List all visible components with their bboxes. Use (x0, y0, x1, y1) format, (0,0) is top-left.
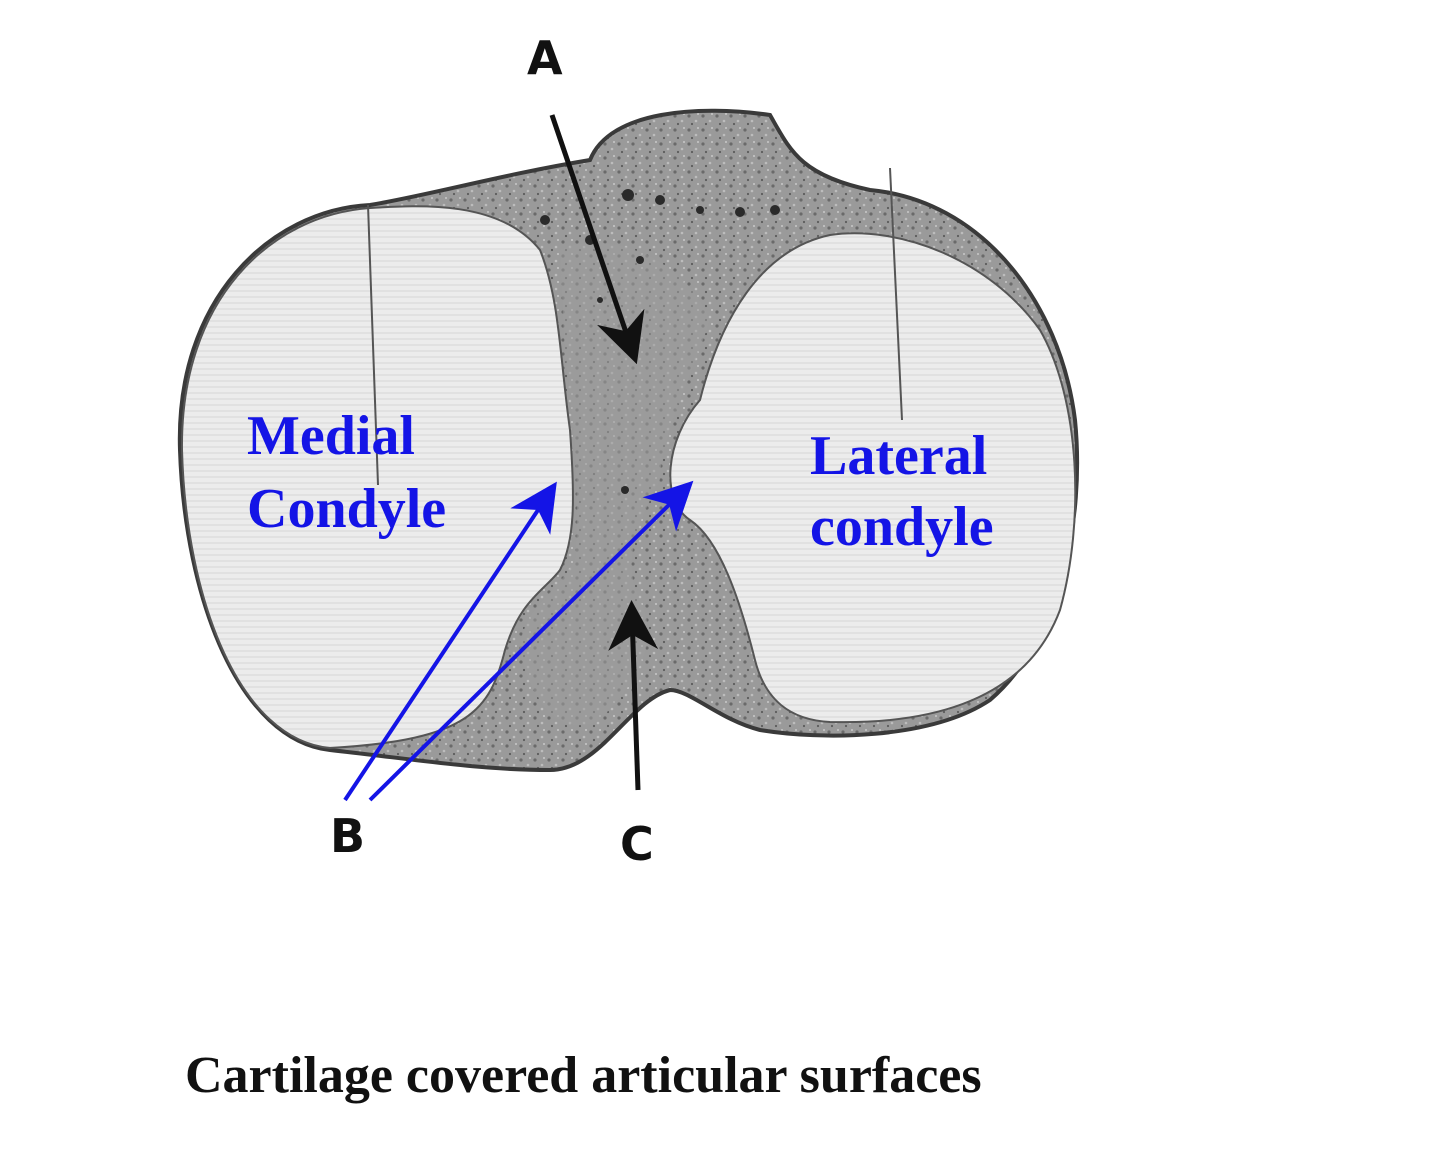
arrow-b-medial (343, 481, 557, 802)
lateral-condyle-surface (669, 232, 1077, 724)
label-a: A (527, 31, 563, 85)
arrow-b-lateral (368, 480, 694, 802)
label-medial-2: Condyle (247, 478, 446, 540)
label-c: C (620, 817, 654, 871)
label-lateral-2: condyle (810, 496, 994, 558)
foramina-dots (540, 189, 780, 494)
label-medial-1: Medial (247, 405, 415, 467)
label-lateral-1: Lateral (810, 425, 987, 487)
label-b: B (330, 809, 365, 863)
medial-leader-line (367, 204, 379, 486)
arrow-a (549, 114, 645, 365)
arrow-c (608, 600, 659, 791)
caption: Cartilage covered articular surfaces (185, 1047, 982, 1104)
lateral-leader-line (889, 167, 903, 421)
